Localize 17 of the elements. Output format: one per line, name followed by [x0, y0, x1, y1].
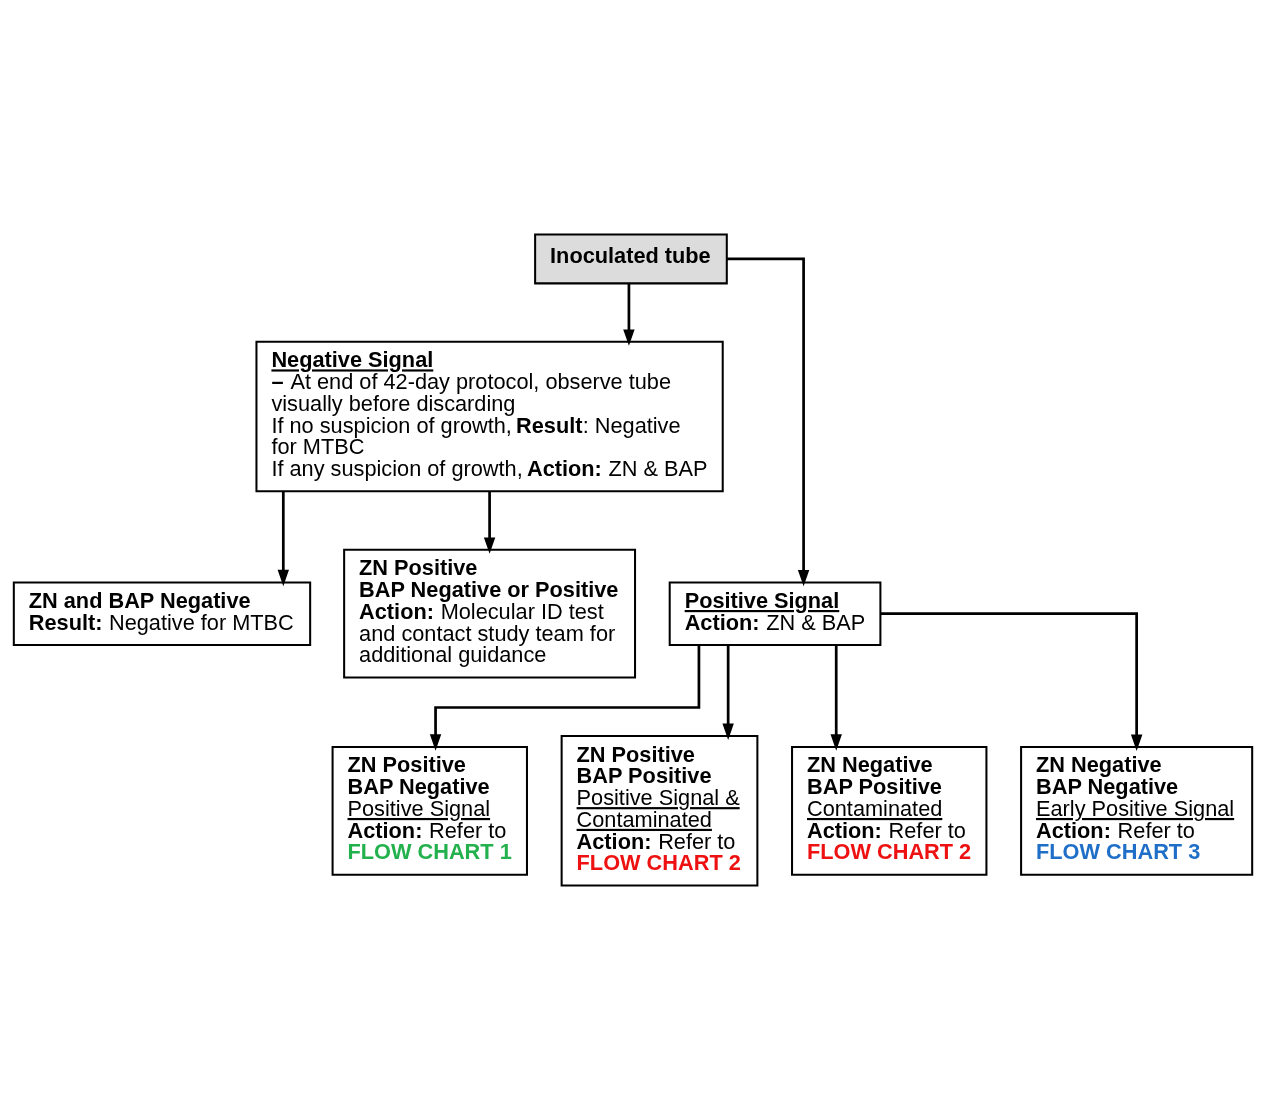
arrow [277, 491, 290, 587]
node-box: Positive Signal Action: ZN & BAP [668, 581, 882, 646]
node-box: Inoculated tube [534, 233, 728, 285]
arrow [830, 645, 842, 751]
arrow [726, 257, 810, 587]
node-box: ZN and BAP Negative Result: Negative for MTBC [12, 581, 312, 646]
arrow [483, 491, 496, 554]
arrow [623, 283, 635, 346]
arrow [722, 645, 734, 740]
node-box: ZN Positive BAP Negative or Positive Action: Molecular ID test and contact study team for additional guidance [343, 548, 637, 679]
node-box: ZN Negative BAP Positive Contaminated Action: Refer to FLOW CHART 2 [791, 745, 988, 876]
node-box: ZN Negative BAP Negative Early Positive Signal Action: Refer to FLOW CHART 3 [1020, 745, 1254, 876]
node-box: ZN Positive BAP Negative Positive Signal Action: Refer to FLOW CHART 1 [331, 745, 528, 876]
node-box: Negative Signal – At end of 42-day protocol, observe tube visually before discarding If no suspicion of growth, Result: Negative for MTBC If any suspicion of growth, Action: ZN & BAP [255, 340, 724, 493]
arrow [880, 612, 1143, 751]
arrow [429, 645, 701, 751]
node-box: ZN Positive BAP Positive Positive Signal & Contaminated Action: Refer to FLOW CHART 2 [560, 735, 759, 887]
